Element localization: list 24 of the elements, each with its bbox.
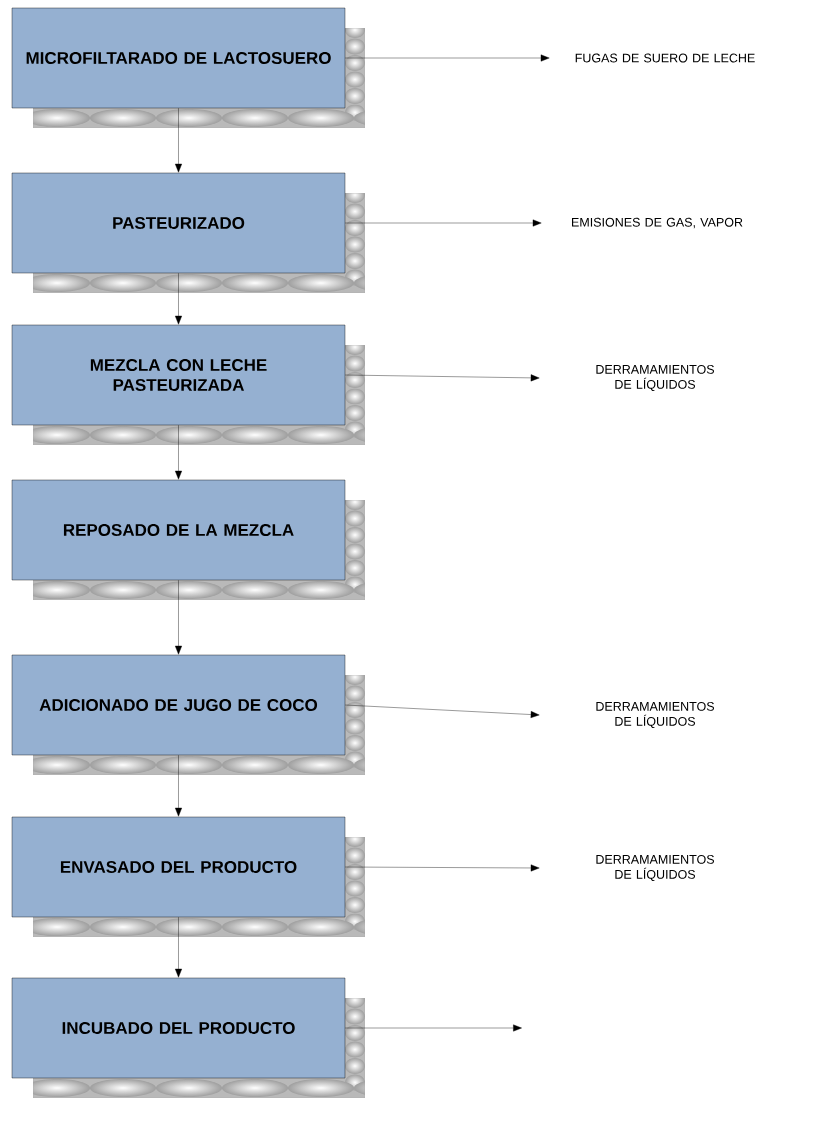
arrow — [345, 1024, 522, 1032]
output-label: DERRAMAMIENTOS DE LÍQUIDOS — [596, 701, 715, 729]
process-box: ADICIONADO DE JUGO DE COCO — [11, 654, 346, 756]
process-box: MEZCLA CON LECHE PASTEURIZADA — [11, 324, 346, 426]
arrow — [175, 273, 182, 325]
arrow — [345, 374, 540, 382]
arrow — [345, 864, 540, 872]
output-label: DERRAMAMIENTOS DE LÍQUIDOS — [596, 854, 715, 882]
process-box: INCUBADO DEL PRODUCTO — [11, 977, 346, 1079]
process-box: ENVASADO DEL PRODUCTO — [11, 816, 346, 918]
arrow — [175, 755, 182, 817]
arrow — [345, 219, 542, 227]
arrow — [175, 108, 182, 173]
arrow — [345, 54, 550, 62]
process-box: PASTEURIZADO — [11, 172, 346, 274]
arrow — [175, 917, 182, 978]
output-label: EMISIONES DE GAS, VAPOR — [572, 217, 743, 229]
arrow — [175, 580, 182, 655]
arrow — [345, 704, 540, 718]
arrow — [175, 425, 182, 480]
output-label: DERRAMAMIENTOS DE LÍQUIDOS — [596, 364, 715, 392]
process-box: REPOSADO DE LA MEZCLA — [11, 479, 346, 581]
process-box: MICROFILTARADO DE LACTOSUERO — [11, 7, 346, 109]
output-label: FUGAS DE SUERO DE LECHE — [575, 53, 755, 63]
